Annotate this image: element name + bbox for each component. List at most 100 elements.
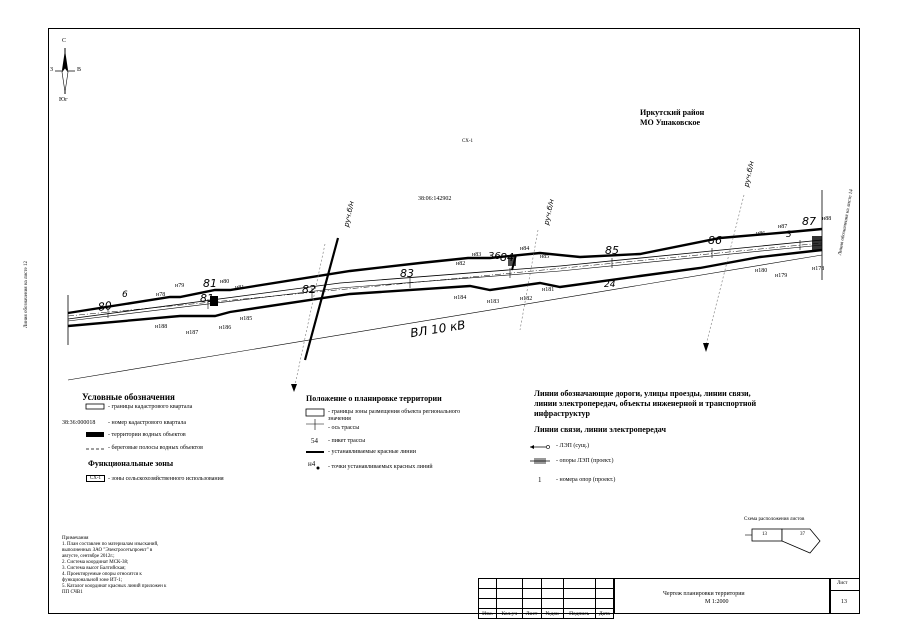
notes-title: Примечания	[62, 536, 89, 541]
legend-item: - ось трассы	[328, 425, 360, 431]
note-line: 1. План составлен по материалам изыскани…	[62, 542, 159, 547]
stamp-title-line2: М 1:2000	[705, 599, 729, 605]
legend-item: - границы кадастрового квартала	[108, 404, 193, 410]
stamp-col: Дата	[594, 608, 615, 619]
cadastral-number-label: 38:06:142902	[418, 196, 452, 202]
point-label: н185	[240, 316, 253, 322]
point-label: н178	[812, 266, 825, 272]
legend-item: - точки устанавливаемых красных линий	[328, 464, 433, 470]
zones-title: Функциональные зоны	[88, 459, 174, 468]
stamp-col: №док	[540, 608, 564, 619]
zone-sample-box: СХ-1	[86, 475, 105, 482]
point-label: н188	[155, 324, 168, 330]
picket-label: 87	[802, 215, 816, 228]
note-line: выполненных ЗАО "Электросетьпроект" в	[62, 548, 153, 553]
note-line: 5. Каталог координат красных линий прило…	[62, 584, 167, 589]
point-label: н81	[235, 285, 245, 291]
picket-label: 84	[500, 251, 514, 264]
point-label: н186	[219, 325, 232, 331]
point-label: н83	[472, 252, 482, 258]
point-label: н84	[520, 246, 530, 252]
point-label: н181	[542, 287, 555, 293]
scheme-title: Схема расположения листов	[744, 517, 805, 522]
stamp-sheet-number: 13	[841, 599, 847, 605]
stamp-col: Подпись	[562, 608, 596, 619]
note-line: 3. Система высот Балтийская;	[62, 566, 126, 571]
notes-block: Примечания 1. План составлен по материал…	[62, 536, 212, 596]
compass-south: Юг	[59, 97, 68, 103]
legend-item: - пикет трассы	[328, 438, 366, 444]
point-label: н87	[778, 224, 788, 230]
picket-sample: 54	[311, 437, 318, 445]
legend-item: - территории водных объектов	[108, 432, 186, 438]
hand-number: 6	[122, 290, 128, 300]
picket-label: 80	[97, 298, 113, 315]
scheme-sheet-37: 37	[800, 532, 805, 537]
point-label: н88	[822, 216, 832, 222]
compass-rose-icon	[55, 48, 75, 94]
sheet-scheme-diagram	[745, 528, 821, 554]
hand-number: 24	[604, 280, 616, 290]
point-label: н86	[756, 231, 766, 237]
note-line: 4. Проектируемые опоры относятся к	[62, 572, 142, 577]
compass-east: В	[77, 67, 82, 73]
point-label: н183	[487, 299, 500, 305]
legend-item: - опоры ЛЭП (проект.)	[556, 458, 614, 464]
pole-projected-icon	[530, 458, 550, 464]
legend-item: - номера опор (проект.)	[556, 477, 616, 483]
point-label: н184	[454, 295, 467, 301]
picket-label: 81	[200, 292, 214, 305]
red-line-lower	[67, 248, 823, 328]
point-label: н182	[520, 296, 533, 302]
compass-north: С	[62, 38, 67, 44]
stamp-sheet-cell: Лист 13	[830, 578, 860, 614]
municipality-title: МО Ушаковское	[640, 118, 701, 127]
note-line: 2. Система координат МСК-38;	[62, 560, 129, 565]
point-label: н82	[456, 261, 466, 267]
point-label: н80	[220, 279, 230, 285]
point-label: н85	[540, 254, 550, 260]
legend-cadastral-sample: 38:36:000018	[62, 420, 96, 426]
district-title: Иркутский район	[640, 108, 705, 117]
legend-item: - номер кадастрового квартала	[108, 420, 187, 426]
stamp-col: Изм.	[477, 608, 498, 619]
scheme-sheet-13: 13	[762, 532, 767, 537]
stamp-sheet-label: Лист	[837, 581, 848, 586]
picket-label: 85	[605, 244, 619, 257]
picket-label: 82	[302, 283, 316, 296]
hand-number: 36	[488, 251, 501, 262]
picket-label-top: 81	[203, 277, 217, 290]
legend-item: - ЛЭП (сущ.)	[556, 443, 590, 449]
legend-item: - устанавливаемые красные линии	[328, 449, 416, 455]
point-label: н78	[156, 292, 166, 298]
hand-number: 3	[786, 230, 792, 240]
stamp-title-line1: Чертеж планировки территории	[663, 591, 745, 597]
edge-note-left: Линия обозначения на листе 12	[24, 260, 29, 328]
note-line: ПП СЧВ1	[62, 590, 83, 595]
stamp-title-cell: Чертеж планировки территории М 1:2000	[614, 578, 830, 614]
legend-item: - границы зоны размещения объекта регион…	[328, 409, 461, 422]
point-label: н187	[186, 330, 199, 336]
stamp-revisions-table: Изм. Кол.уч Лист №док Подпись Дата	[477, 578, 615, 619]
legend-right-title: Линии обозначающие дороги, улицы проезды…	[534, 389, 757, 418]
note-line: августе, сентябре 2012г.;	[62, 554, 115, 559]
legend-item: - береговые полосы водных объектов	[108, 445, 203, 451]
legend-middle-title: Положение о планировке территории	[306, 394, 442, 403]
pole-sample: 1	[538, 476, 542, 484]
stamp-col: Кол.уч	[496, 608, 523, 619]
zone-item: - зоны сельскохозяйственного использован…	[108, 476, 224, 482]
point-label: н179	[775, 273, 788, 279]
point-label: н79	[175, 283, 185, 289]
compass-west: З	[50, 67, 54, 73]
zone-code-label: СХ-1	[462, 139, 473, 144]
red-line-upper	[67, 227, 823, 315]
drawing-sheet-frame	[48, 28, 860, 614]
picket-label: 83	[400, 267, 414, 280]
note-line: функциональной зоне ИТ-1;	[62, 578, 123, 583]
legend-title: Условные обозначения	[82, 392, 175, 402]
stamp-col: Лист	[521, 608, 542, 619]
legend-right-subtitle: Линии связи, линии электропередач	[534, 425, 666, 434]
picket-label: 86	[708, 234, 722, 247]
point-sample: н4	[308, 460, 316, 468]
